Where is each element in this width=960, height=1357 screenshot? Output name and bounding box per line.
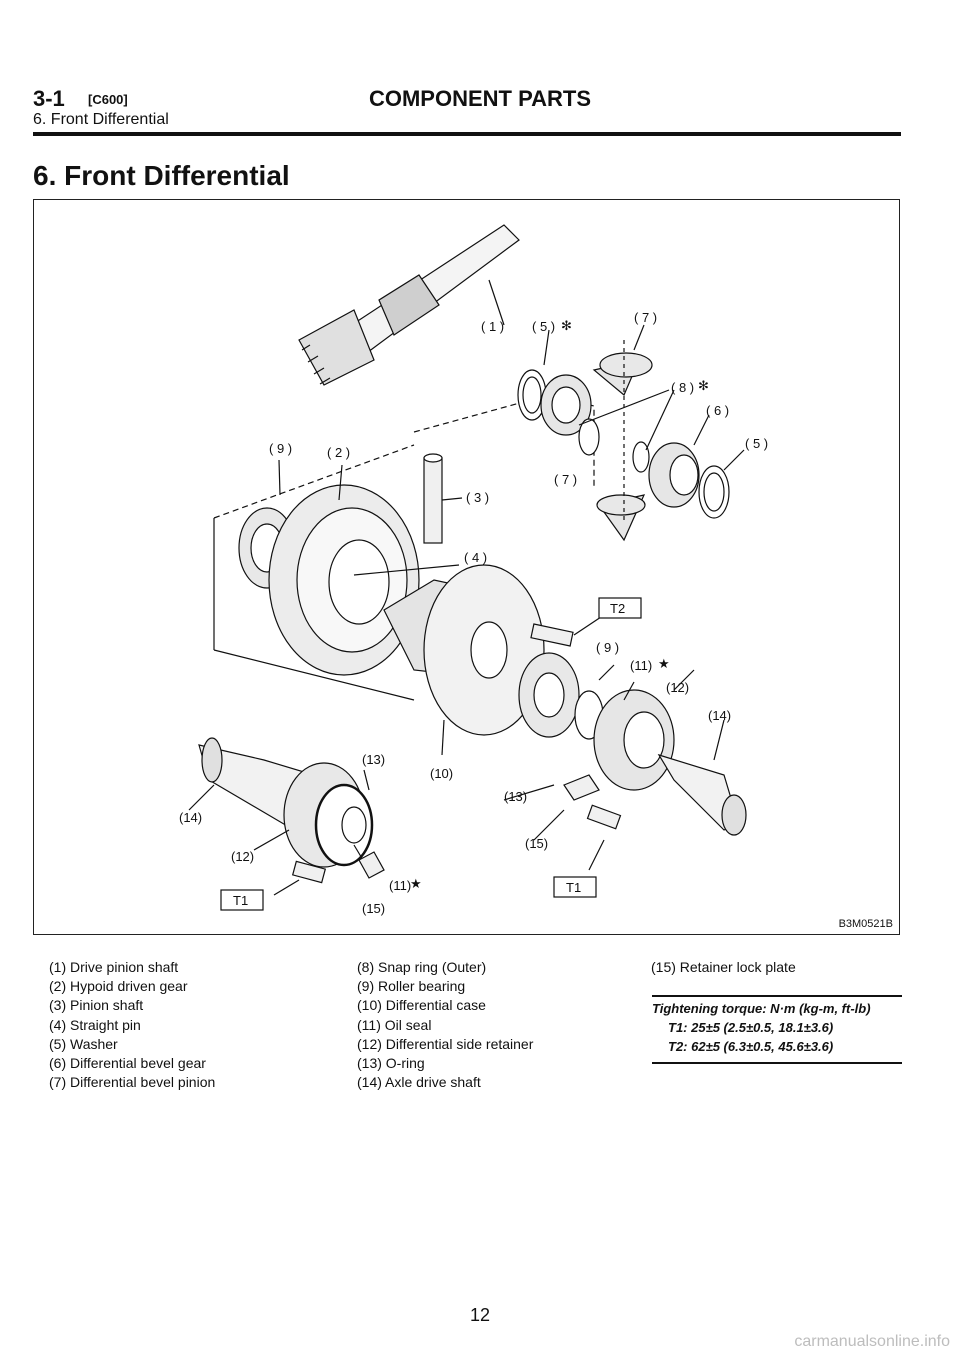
torque-heading: Tightening torque: N·m (kg-m, ft-lb)	[652, 1001, 871, 1016]
torque-t2: T2: 62±5 (6.3±0.5, 45.6±3.6)	[668, 1039, 834, 1054]
torque-bottom-rule	[652, 1062, 902, 1064]
legend-column-3: (15) Retainer lock plate	[651, 958, 796, 977]
asterisk-mark-5: ✻	[561, 318, 572, 333]
torque-label-t2: T2	[610, 601, 625, 616]
section-subtitle: 6. Front Differential	[33, 111, 169, 128]
callout-14b: (14)	[179, 810, 202, 825]
legend-column-1: (1) Drive pinion shaft (2) Hypoid driven…	[49, 958, 215, 1092]
legend-item: (10) Differential case	[357, 997, 486, 1014]
callout-11a: (11)	[630, 658, 652, 673]
legend-item: (15) Retainer lock plate	[651, 959, 796, 975]
legend-item: (12) Differential side retainer	[357, 1035, 534, 1052]
legend-item: (5) Washer	[49, 1035, 118, 1052]
callout-13a: (13)	[362, 752, 385, 767]
asterisk-mark-8: ✻	[698, 378, 709, 393]
pinion-shaft	[353, 453, 463, 576]
watermark: carmanualsonline.info	[794, 1333, 950, 1350]
torque-box-t2	[598, 597, 642, 619]
legend-item: (6) Differential bevel gear	[49, 1055, 206, 1072]
legend-column-2: (8) Snap ring (Outer) (9) Roller bearing…	[357, 958, 533, 1092]
callout-2: ( 2 )	[327, 445, 350, 460]
group-outline-2	[213, 444, 415, 519]
torque-spec-box: Tightening torque: N·m (kg-m, ft-lb) T1:…	[652, 995, 902, 1064]
callout-12b: (12)	[231, 849, 254, 864]
torque-box-t1-right	[553, 876, 597, 898]
callout-7b: ( 7 )	[554, 472, 577, 487]
callout-5a: ( 5 )	[532, 319, 555, 334]
legend-item: (11) Oil seal	[357, 1016, 432, 1033]
legend-item: (1) Drive pinion shaft	[49, 959, 179, 975]
left-side-assembly	[188, 737, 385, 896]
legend-item: (3) Pinion shaft	[49, 997, 144, 1014]
callout-8: ( 8 )	[671, 380, 694, 395]
star-mark-11b: ★	[410, 876, 422, 891]
diagram-drawing: ( 1 ) ( 5 ) ( 7 ) ( 8 ) ( 6 ) ( 5 ) ( 9 …	[179, 224, 768, 916]
callout-7a: ( 7 )	[634, 310, 657, 325]
hypoid-gear-assembly	[238, 459, 420, 676]
legend-item: (4) Straight pin	[49, 1016, 141, 1033]
upper-gear-set	[517, 324, 745, 542]
callout-15b: (15)	[362, 901, 385, 916]
callout-15a: (15)	[525, 836, 548, 851]
section-title: COMPONENT PARTS	[368, 86, 592, 111]
page-number: 12	[469, 1305, 491, 1325]
section-number: 3-1	[33, 86, 65, 111]
callout-5b: ( 5 )	[745, 436, 768, 451]
section-code: [C600]	[88, 92, 128, 107]
callout-9b: ( 9 )	[596, 640, 619, 655]
callout-14a: (14)	[708, 708, 731, 723]
callout-11b: (11)	[389, 878, 411, 893]
torque-box-t1-left	[220, 889, 264, 911]
differential-case	[383, 564, 545, 756]
callout-3: ( 3 )	[466, 490, 489, 505]
callout-1: ( 1 )	[481, 319, 504, 334]
legend-item: (8) Snap ring (Outer)	[357, 959, 487, 975]
legend-item: (9) Roller bearing	[357, 978, 466, 995]
header-rule	[33, 132, 901, 136]
callout-13b: (13)	[504, 789, 527, 804]
exploded-diagram: ( 1 ) ( 5 ) ( 7 ) ( 8 ) ( 6 ) ( 5 ) ( 9 …	[33, 199, 900, 935]
torque-label-t1-right: T1	[566, 880, 581, 895]
callout-10: (10)	[430, 766, 453, 781]
torque-t1: T1: 25±5 (2.5±0.5, 18.1±3.6)	[668, 1020, 834, 1035]
figure-code: B3M0521B	[838, 918, 893, 930]
legend-item: (7) Differential bevel pinion	[49, 1074, 216, 1091]
legend-item: (2) Hypoid driven gear	[49, 978, 188, 995]
callout-12a: (12)	[666, 680, 689, 695]
torque-label-t1-left: T1	[233, 893, 248, 908]
legend-item: (13) O-ring	[357, 1055, 425, 1072]
star-mark-11a: ★	[658, 656, 670, 671]
callout-6: ( 6 )	[706, 403, 729, 418]
right-side-assembly	[503, 652, 747, 871]
torque-top-rule	[652, 995, 902, 997]
callout-4: ( 4 )	[464, 550, 487, 565]
legend-item: (14) Axle drive shaft	[357, 1074, 481, 1091]
page-title: 6. Front Differential	[33, 160, 290, 191]
drive-pinion-shaft	[298, 224, 520, 386]
callout-9a: ( 9 )	[269, 441, 292, 456]
